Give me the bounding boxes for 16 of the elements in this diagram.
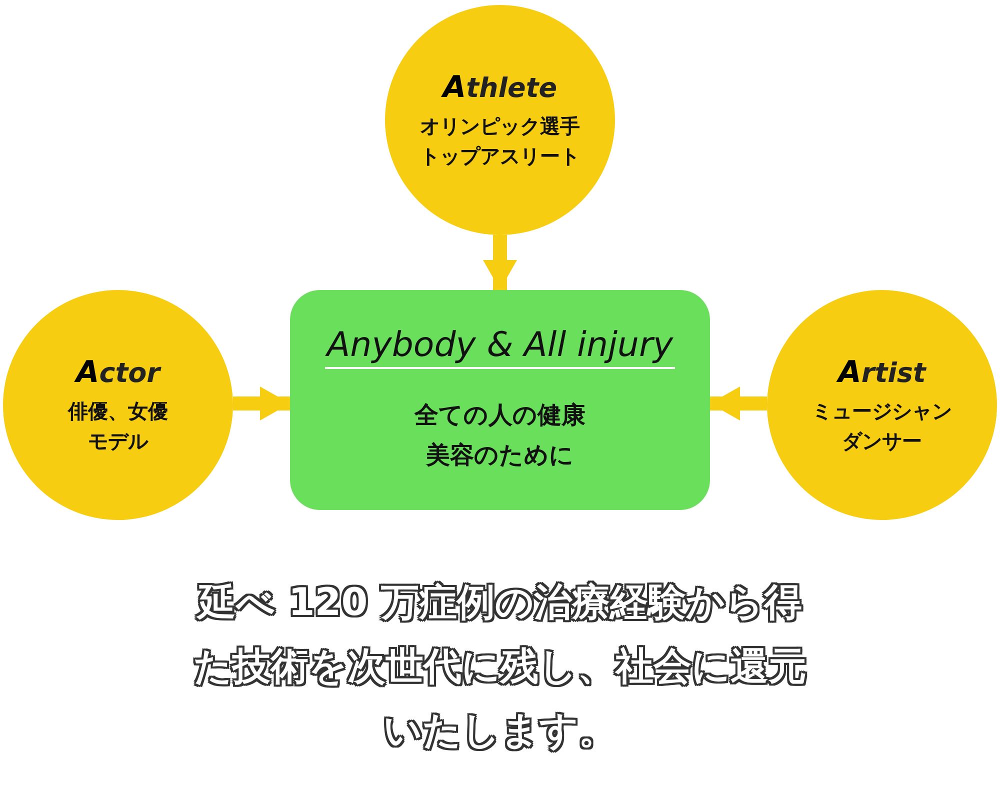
arrow [710,386,767,420]
category-text: 俳優、女優 [68,398,168,424]
category-text: トップアスリート [420,142,580,170]
box-title: Anybody & All injury [324,325,676,369]
category-title: Artist [838,354,926,390]
category-title: Actor [76,354,160,390]
category-text: ミュージシャン [812,398,952,424]
category-text: オリンピック選手 [420,112,580,140]
box-text: 全ての人の健康美容のために [413,400,586,471]
category-text: ダンサー [842,428,922,454]
arrow [233,386,290,420]
category-text: モデル [88,428,148,454]
center-box [290,290,710,510]
category-title: Athlete [442,70,558,104]
arrow [483,235,517,290]
message-text: 延べ 120 万症例の治療経験から得た技術を次世代に残し、社会に還元いたします。 [192,579,808,755]
